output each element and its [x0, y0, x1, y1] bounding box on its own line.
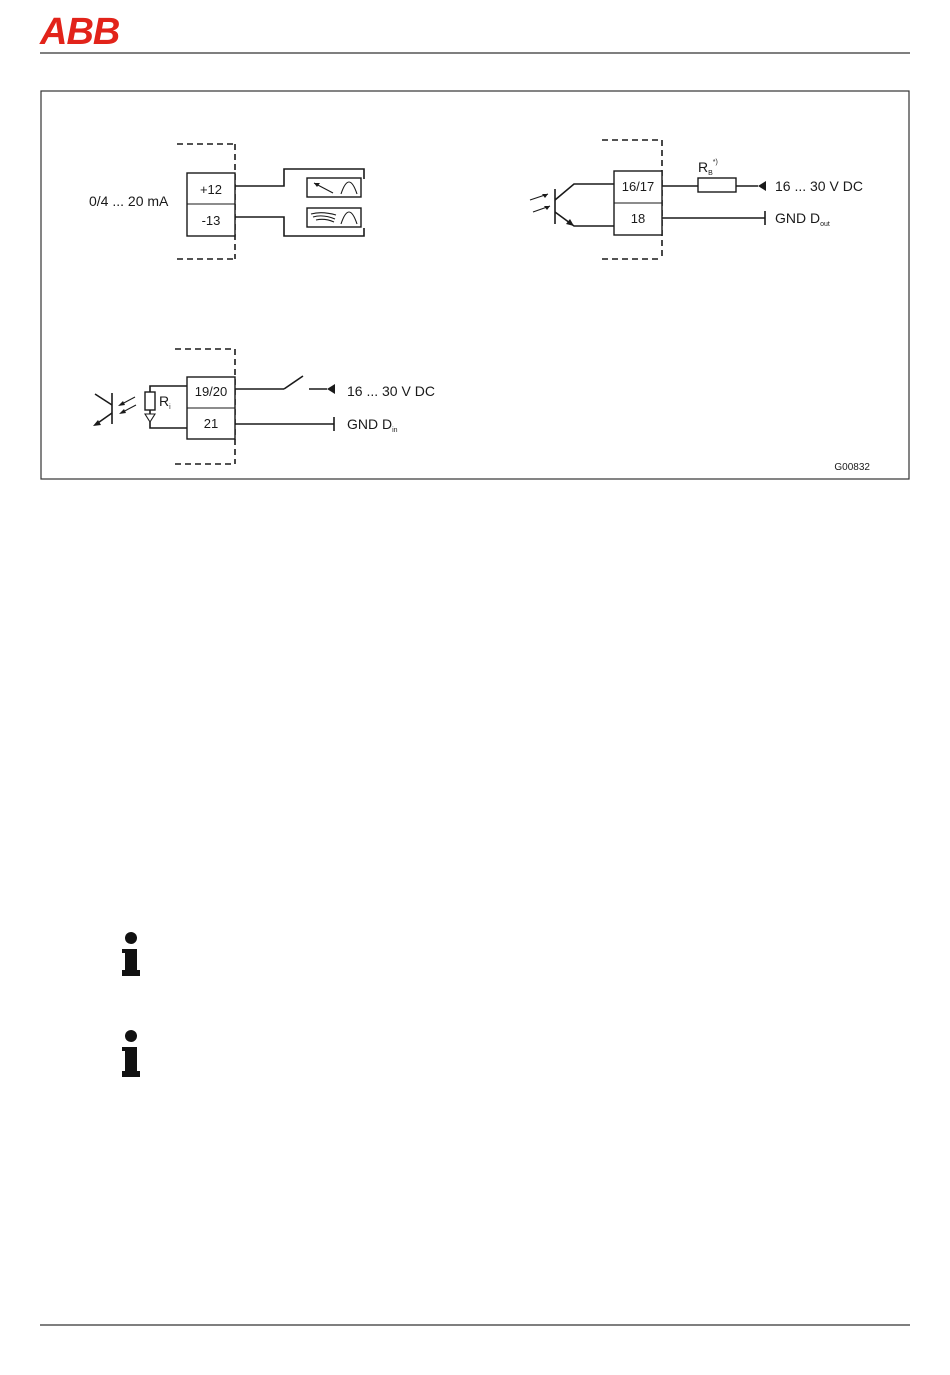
phototransistor-icon [530, 184, 614, 226]
terminal-label: 18 [631, 211, 645, 226]
resistor-ri-label: Ri [159, 393, 171, 411]
abb-logo: ABB [39, 11, 120, 53]
info-icon [122, 1030, 140, 1077]
svg-text:ABB: ABB [39, 11, 120, 53]
controller-icon [307, 208, 361, 227]
current-output-diagram: 0/4 ... 20 mA +12 -13 [89, 144, 364, 259]
terminal-label: +12 [200, 182, 222, 197]
current-output-label: 0/4 ... 20 mA [89, 193, 169, 209]
terminal-label: 19/20 [195, 384, 228, 399]
terminal-label: -13 [202, 213, 221, 228]
diode-icon [145, 414, 155, 422]
digital-output-diagram: 16/17 18 RB*) 16 ... 30 V DC GND Dout [530, 140, 863, 259]
resistor-rb-icon [698, 178, 736, 192]
figure-code: G00832 [834, 462, 870, 473]
resistor-rb-label: RB*) [698, 159, 718, 177]
supply-voltage-label: 16 ... 30 V DC [347, 383, 435, 399]
indicator-icon [307, 178, 361, 197]
supply-arrow-icon [327, 384, 335, 394]
figure-frame [41, 91, 909, 479]
switch-icon [284, 376, 303, 389]
terminal-label: 16/17 [622, 179, 655, 194]
terminal-label: 21 [204, 416, 218, 431]
info-icon [122, 932, 140, 976]
supply-arrow-icon [758, 181, 766, 191]
photodiode-icon [93, 393, 136, 426]
digital-input-diagram: 19/20 21 Ri 16 ... 30 V DC GND Din [93, 349, 435, 464]
supply-voltage-label: 16 ... 30 V DC [775, 178, 863, 194]
resistor-ri-icon [145, 392, 155, 410]
ground-label: GND Dout [775, 210, 830, 228]
ground-label: GND Din [347, 416, 398, 434]
